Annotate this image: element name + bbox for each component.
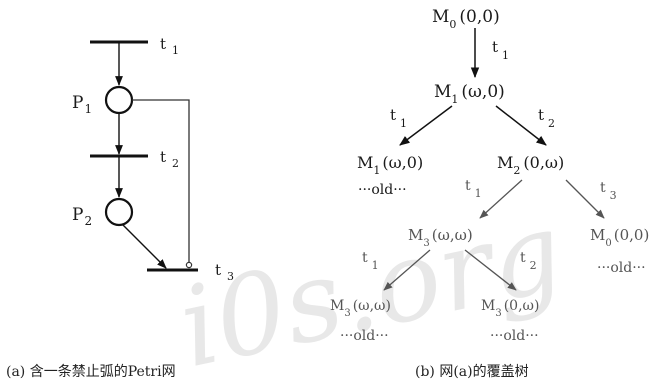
place-p1-circle xyxy=(104,85,134,115)
tree-node-n7-status: ···old··· xyxy=(490,328,539,344)
tree-node-n3: M2(0,ω) xyxy=(497,153,564,177)
tree-node-n7: M3(0,ω) xyxy=(481,298,539,319)
tree-edge-n1-n3 xyxy=(495,105,547,146)
tree-node-n1: M1(ω,0) xyxy=(434,82,505,106)
tree-node-n2: M1(ω,0) xyxy=(357,153,423,177)
place-p2-label: P2 xyxy=(72,205,92,228)
tree-node-n6: M3(ω,ω) xyxy=(330,298,391,319)
tree-edge-n4-n6 xyxy=(383,249,431,291)
tree-edge-n3-n4 xyxy=(479,179,523,219)
tree-node-n0: M0(0,0) xyxy=(432,7,500,31)
arc-p2-t3 xyxy=(122,224,167,269)
tree-node-n5: M0(0,0) xyxy=(590,226,649,249)
tree-node-n2-status: ···old··· xyxy=(358,182,407,198)
caption-b: (b) 网(a)的覆盖树 xyxy=(415,364,529,380)
inhibitor-arc-p1-t3 xyxy=(132,99,190,262)
tree-edge-n3-n5 xyxy=(565,179,605,219)
inhibitor-arc-circle xyxy=(185,261,193,269)
tree-edge-n1-n2 xyxy=(399,105,453,146)
watermark: i0s.org xyxy=(169,187,573,384)
tree-node-n6-status: ···old··· xyxy=(340,328,389,344)
tree-edge-n4-n7 xyxy=(464,249,517,291)
tree-node-n5-status: ···old··· xyxy=(597,260,646,276)
caption-a: (a) 含一条禁止弧的Petri网 xyxy=(6,363,176,380)
place-p2-circle xyxy=(104,197,134,227)
place-p1-label: P1 xyxy=(72,93,92,116)
tree-node-n4: M3(ω,ω) xyxy=(408,226,473,249)
